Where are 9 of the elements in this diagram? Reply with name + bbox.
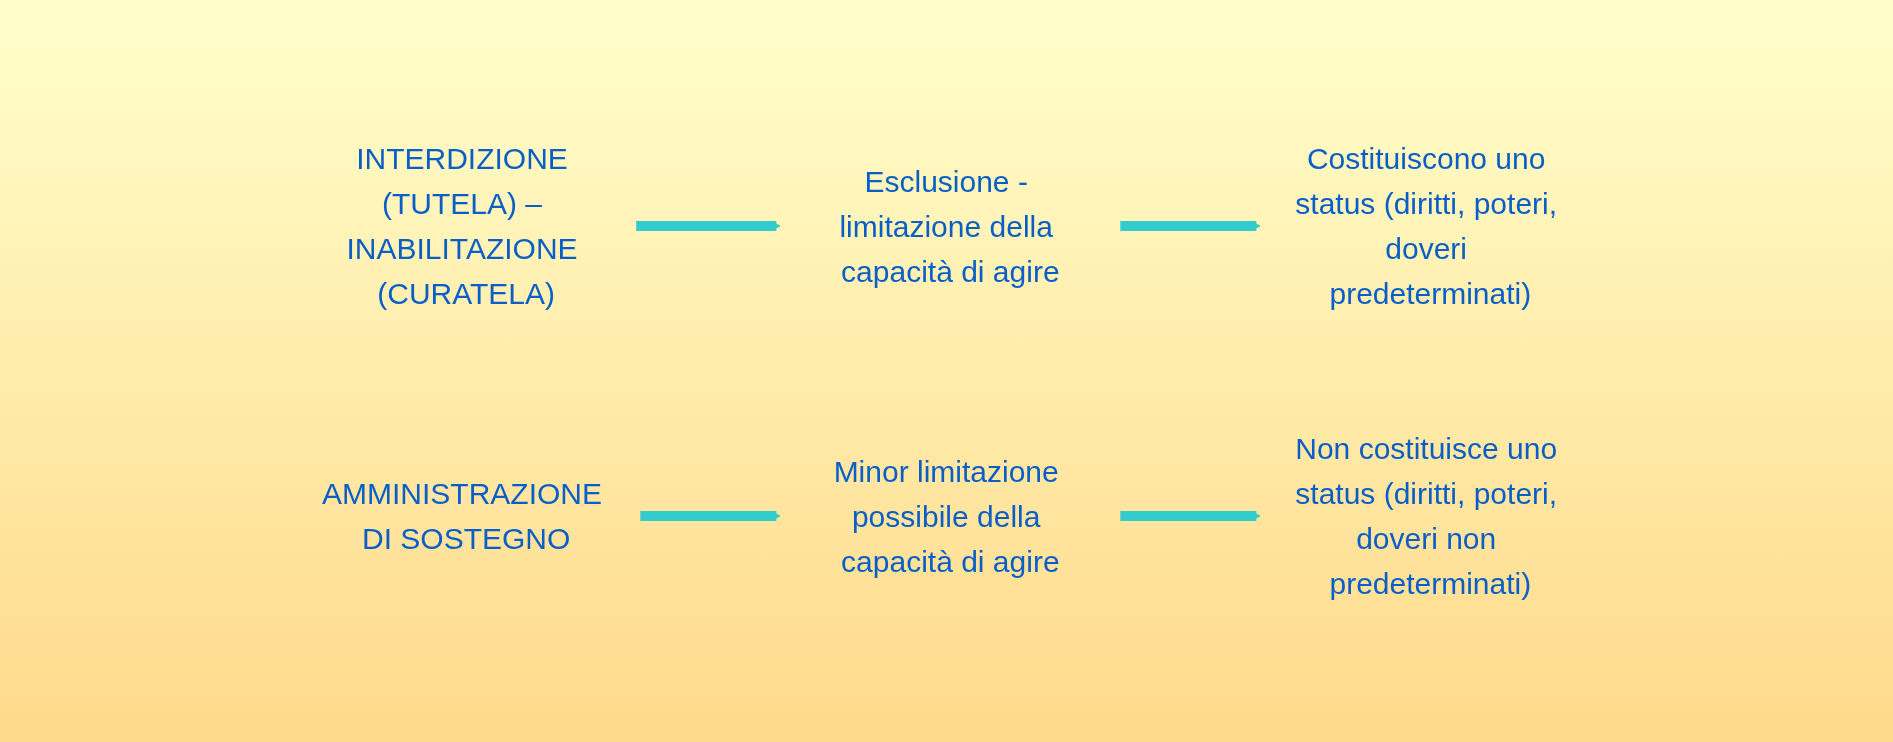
node-text: Esclusione - limitazione della capacità di agire — [839, 164, 1060, 288]
node-text: Non costituisce uno status (diritti, poteri, doveri non predeterminati) — [1295, 432, 1558, 600]
arrow — [1120, 511, 1262, 521]
arrow — [640, 511, 782, 521]
node-text: INTERDIZIONE (TUTELA) – INABILITAZIONE (CURATELA) — [346, 142, 578, 310]
node-text: AMMINISTRAZIONE DI SOSTEGNO — [322, 477, 603, 555]
node-text: Minor limitazione possibile della capacità di agire — [833, 454, 1060, 578]
arrow — [636, 221, 782, 231]
node-text: Costituiscono uno status (diritti, poteri, doveri predeterminati) — [1295, 142, 1558, 310]
